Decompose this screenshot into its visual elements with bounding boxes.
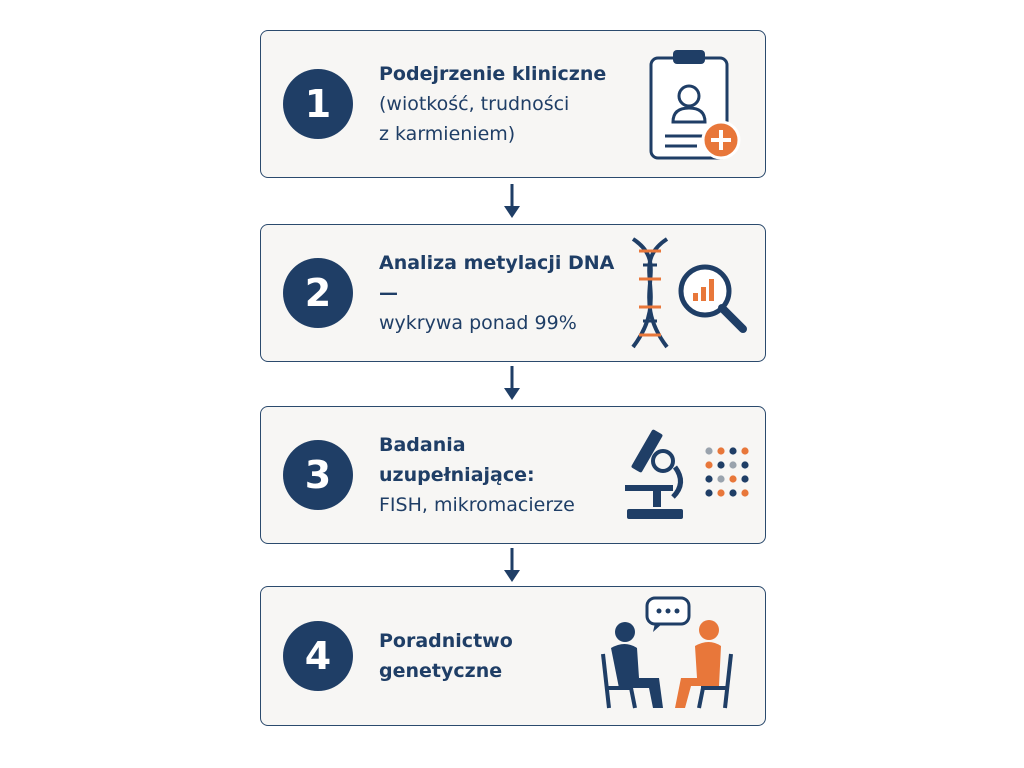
step-text-2: Analiza metylacji DNA — wykrywa ponad 99… bbox=[379, 248, 619, 338]
arrow-down-icon bbox=[504, 184, 520, 218]
counseling-people-icon bbox=[601, 596, 733, 709]
step-number-2: 2 bbox=[283, 258, 353, 328]
step-line-1a: (wiotkość, trudności bbox=[379, 93, 570, 115]
step-title-2: Analiza metylacji DNA — bbox=[379, 252, 615, 304]
dna-magnifier-icon bbox=[631, 237, 747, 349]
step-title-4: Poradnictwo bbox=[379, 630, 513, 652]
step-title-3: Badania uzupełniające: bbox=[379, 434, 535, 486]
step-text-1: Podejrzenie kliniczne (wiotkość, trudnoś… bbox=[379, 59, 619, 149]
step-2-box: 2 Analiza metylacji DNA — wykrywa ponad … bbox=[260, 224, 766, 362]
step-line-3a: FISH, mikromacierze bbox=[379, 494, 575, 516]
arrow-down-icon bbox=[504, 366, 520, 400]
step-3-box: 3 Badania uzupełniające: FISH, mikromaci… bbox=[260, 406, 766, 544]
step-line-4a: genetyczne bbox=[379, 660, 503, 682]
step-number-1: 1 bbox=[283, 69, 353, 139]
step-1-box: 1 Podejrzenie kliniczne (wiotkość, trudn… bbox=[260, 30, 766, 178]
step-4-box: 4 Poradnictwo genetyczne bbox=[260, 586, 766, 726]
arrow-down-icon bbox=[504, 548, 520, 582]
step-text-3: Badania uzupełniające: FISH, mikromacier… bbox=[379, 430, 619, 520]
step-number-3: 3 bbox=[283, 440, 353, 510]
step-line-1b: z karmieniem) bbox=[379, 123, 516, 145]
step-text-4: Poradnictwo genetyczne bbox=[379, 626, 619, 686]
step-title-1: Podejrzenie kliniczne bbox=[379, 63, 607, 85]
step-line-2a: wykrywa ponad 99% bbox=[379, 312, 577, 334]
step-number-4: 4 bbox=[283, 621, 353, 691]
microscope-array-icon bbox=[625, 429, 749, 519]
clipboard-medical-icon bbox=[649, 50, 741, 160]
